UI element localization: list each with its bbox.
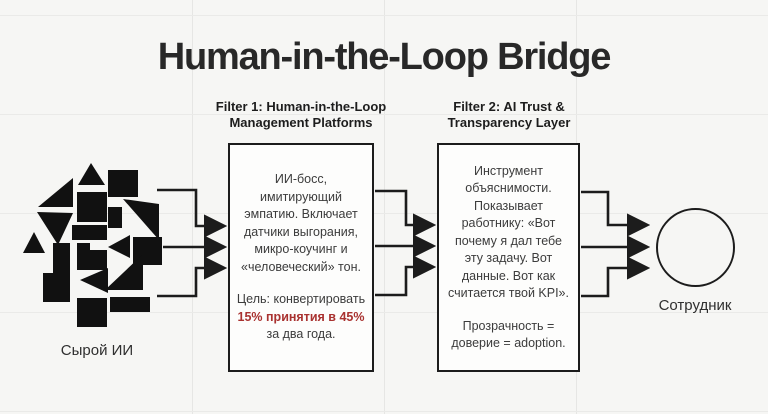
filter1-goal: Цель: конвертировать 15% принятия в 45% …: [237, 291, 365, 344]
gridline-horizontal: [0, 213, 768, 214]
arrow-filter2-employee-bottom: [581, 256, 651, 298]
gridline-vertical: [384, 0, 385, 414]
filter1-goal-highlight: 15% принятия в 45%: [237, 309, 365, 324]
raw-ai-shapes-icon: [23, 163, 162, 327]
filter2-header: Filter 2: AI Trust & Transparency Layer: [447, 99, 571, 130]
arrow-rawai-filter1-top: [157, 188, 228, 238]
filter1-header: Filter 1: Human-in-the-Loop Management P…: [215, 99, 387, 130]
filter1-box: ИИ-босс, имитирующий эмпатию. Включает д…: [228, 143, 374, 372]
raw-ai-label: Сырой ИИ: [60, 342, 134, 359]
filter1-goal-suffix: за два года.: [266, 327, 336, 342]
filter2-footer: Прозрачность = доверие = adoption.: [451, 318, 566, 351]
filter1-body: ИИ-босс, имитирующий эмпатию. Включает д…: [241, 172, 361, 274]
employee-node-circle: [656, 208, 735, 287]
arrow-filter1-filter2-top: [375, 189, 437, 237]
page-title: Human-in-the-Loop Bridge: [157, 36, 612, 78]
filter1-goal-prefix: Цель: конвертировать: [236, 292, 366, 307]
gridline-horizontal: [0, 411, 768, 412]
arrow-rawai-filter1-bottom: [157, 256, 228, 298]
gridline-horizontal: [0, 15, 768, 16]
filter2-box: Инструмент объяснимости. Показывает рабо…: [437, 143, 580, 372]
employee-label: Сотрудник: [658, 297, 732, 314]
gridline-horizontal: [0, 312, 768, 313]
arrow-filter2-employee-top: [581, 190, 651, 237]
gridline-vertical: [192, 0, 193, 414]
arrow-filter1-filter2-bottom: [375, 255, 437, 297]
filter2-body: Инструмент объяснимости. Показывает рабо…: [448, 163, 569, 301]
gridline-horizontal: [0, 114, 768, 115]
